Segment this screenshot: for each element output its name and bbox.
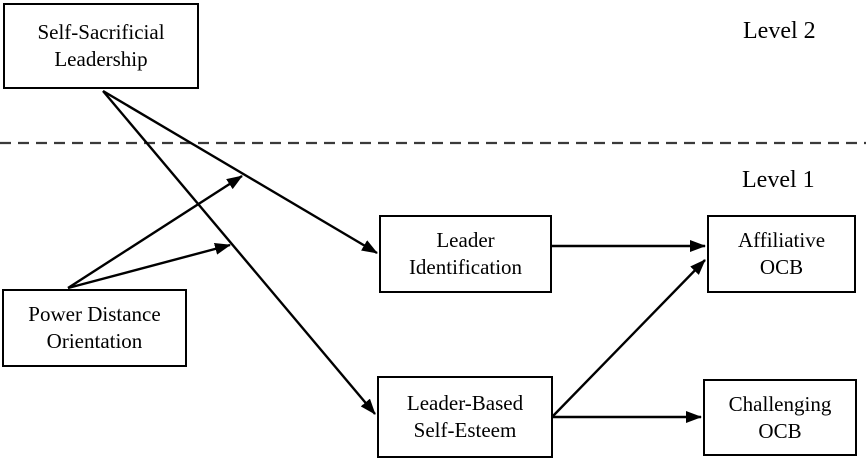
edge-ssl-to-leader-identification bbox=[102, 89, 378, 255]
node-label-line: Orientation bbox=[46, 329, 143, 353]
edge-pdo-moderates-ssl-li-path bbox=[67, 174, 243, 290]
node-label-line: Leadership bbox=[54, 47, 148, 71]
node-label-line: Power Distance bbox=[28, 302, 161, 326]
node-leader-based-self-esteem: Leader-Based Self-Esteem bbox=[377, 376, 553, 458]
edge-pdo-moderates-ssl-lbse-path bbox=[67, 243, 231, 290]
node-label-line: Leader bbox=[436, 228, 495, 252]
node-label-line: Self-Sacrificial bbox=[37, 20, 165, 44]
level-1-label: Level 1 bbox=[742, 167, 815, 193]
node-affiliative-ocb: Affiliative OCB bbox=[707, 215, 856, 293]
node-label-line: Identification bbox=[408, 255, 523, 279]
node-label-line: Challenging bbox=[728, 391, 832, 416]
node-label-line: Leader-Based bbox=[406, 391, 524, 415]
node-self-sacrificial-leadership: Self-Sacrificial Leadership bbox=[3, 3, 199, 89]
edge-leader-based-self-esteem-to-affiliative-ocb bbox=[552, 259, 706, 417]
node-label-line: Self-Esteem bbox=[413, 418, 517, 442]
node-label-line: OCB bbox=[759, 255, 804, 279]
level-2-label: Level 2 bbox=[743, 18, 816, 44]
node-leader-identification: Leader Identification bbox=[379, 215, 552, 293]
node-label-line: Affiliative bbox=[737, 228, 826, 252]
node-power-distance-orientation: Power Distance Orientation bbox=[2, 289, 187, 367]
node-label-line: OCB bbox=[758, 418, 802, 443]
node-challenging-ocb: Challenging OCB bbox=[703, 379, 857, 456]
edge-ssl-to-leader-based-self-esteem bbox=[102, 90, 376, 415]
